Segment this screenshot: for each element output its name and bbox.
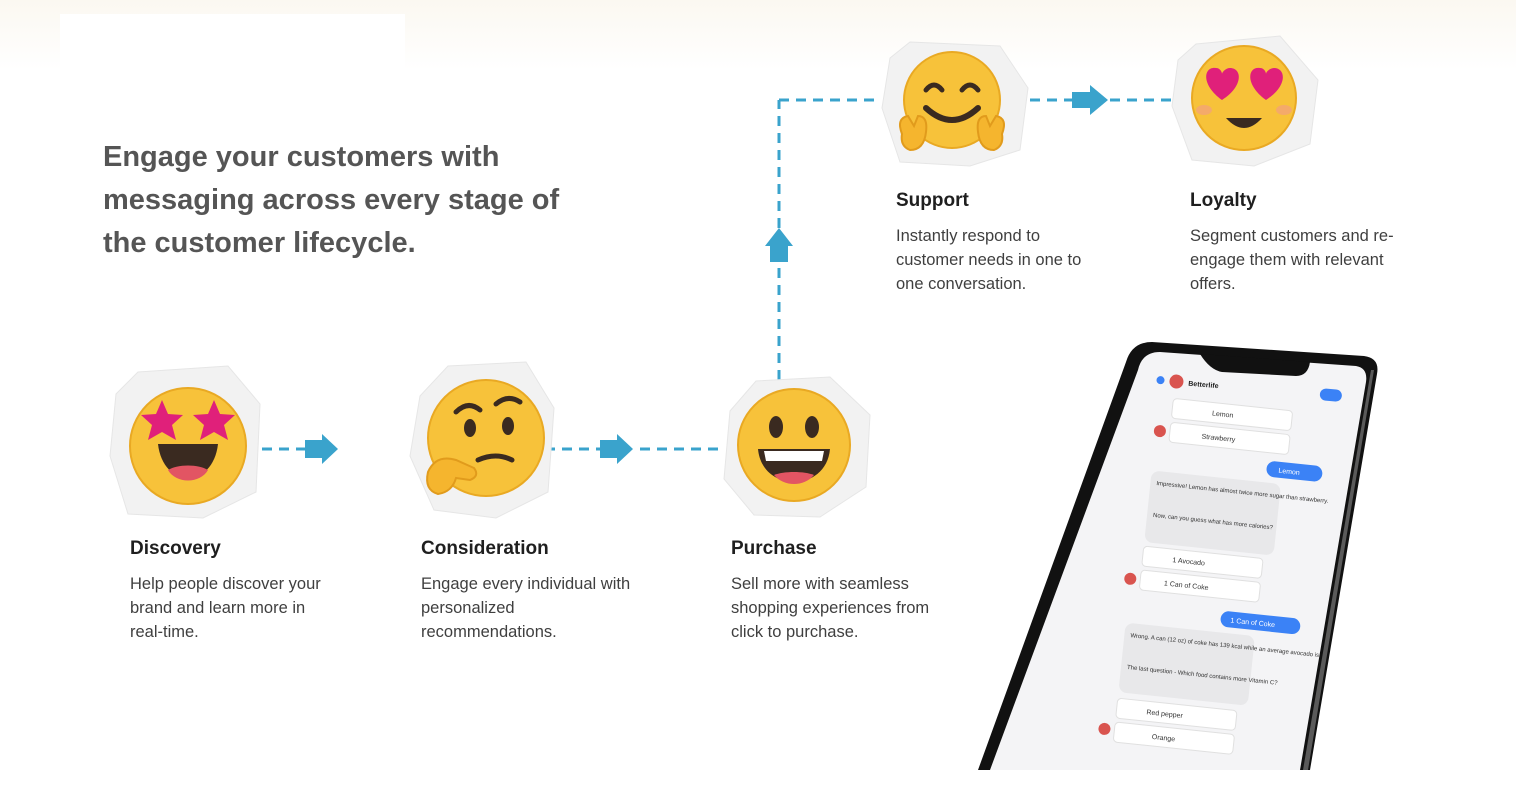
consideration-title: Consideration (421, 538, 549, 559)
consideration-desc: Engage every individual with personalize… (421, 575, 631, 641)
phone-mockup: Betterlife Lemon Strawberry Lemon Impres… (978, 342, 1378, 770)
support-title: Support (896, 190, 969, 211)
avocado-button[interactable]: 1 Avocado (1172, 557, 1205, 567)
hugging-face-emoji-icon (899, 51, 1005, 152)
thinking-face-emoji-icon (426, 379, 545, 497)
loyalty-desc: Segment customers and re-engage them wit… (1190, 227, 1394, 293)
phone-notch (1200, 354, 1310, 376)
user-reply-1: Lemon (1278, 468, 1300, 477)
support-emoji-badge (881, 41, 1029, 167)
discovery-emoji-badge (109, 365, 261, 519)
arrow-icon (305, 434, 338, 464)
top-white-patch (60, 14, 405, 70)
arrow-icon (1072, 85, 1108, 115)
loyalty-emoji-badge (1171, 35, 1319, 167)
purchase-title: Purchase (731, 538, 817, 559)
discovery-desc: Help people discover your brand and lear… (130, 575, 321, 641)
discovery-title: Discovery (130, 538, 221, 559)
purchase-desc: Sell more with seamless shopping experie… (731, 575, 930, 641)
phone-side-highlight (1303, 370, 1374, 770)
bot-name: Betterlife (1188, 381, 1219, 391)
arrow-up-icon (765, 228, 793, 262)
arrow-icon (600, 434, 633, 464)
bot-avatar (1169, 374, 1184, 389)
strawberry-button[interactable]: Strawberry (1201, 433, 1236, 444)
coke-button[interactable]: 1 Can of Coke (1164, 580, 1209, 592)
star-struck-emoji-icon (129, 387, 247, 505)
pepper-button[interactable]: Red pepper (1146, 709, 1184, 720)
heart-eyes-emoji-icon (1191, 45, 1297, 151)
top-background-band (0, 0, 1516, 70)
phone-header-button (1319, 388, 1342, 402)
back-icon (1156, 376, 1165, 385)
user-reply-2: 1 Can of Coke (1230, 618, 1275, 630)
purchase-emoji-badge (723, 376, 871, 518)
lemon-button[interactable]: Lemon (1212, 410, 1234, 419)
support-desc: Instantly respond to customer needs in o… (896, 227, 1082, 293)
loyalty-title: Loyalty (1190, 190, 1257, 211)
headline: Engage your customers with messaging acr… (103, 141, 560, 259)
orange-button[interactable]: Orange (1151, 734, 1175, 743)
consideration-emoji-badge (409, 361, 555, 519)
grinning-face-emoji-icon (737, 388, 851, 502)
